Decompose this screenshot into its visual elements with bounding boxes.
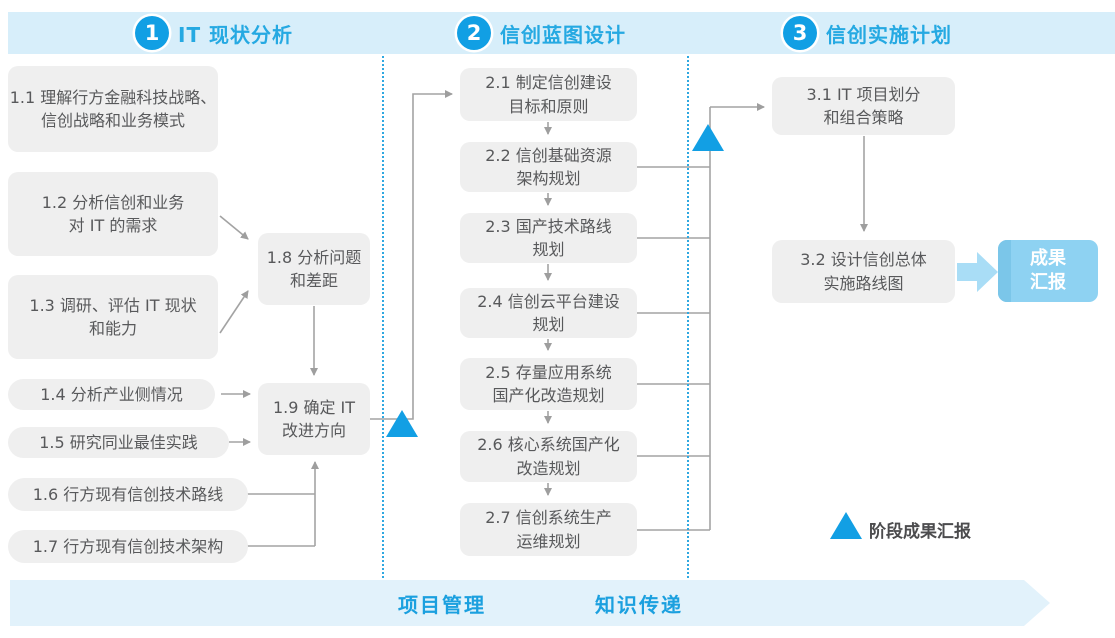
- step-box-2-7: 2.7 信创系统生产 运维规划: [460, 503, 637, 556]
- step-box-2-4: 2.4 信创云平台建设 规划: [460, 288, 637, 338]
- deliverable-box: 成果 汇报: [998, 240, 1098, 302]
- step-box-1-2: 1.2 分析信创和业务 对 IT 的需求: [8, 172, 218, 256]
- step-box-1-1: 1.1 理解行方金融科技战略、 信创战略和业务模式: [8, 66, 218, 152]
- phase-number-badge: 2: [457, 16, 491, 50]
- phase-title: 信创蓝图设计: [500, 22, 626, 47]
- step-box-1-7: 1.7 行方现有信创技术架构: [8, 530, 248, 563]
- step-box-1-6: 1.6 行方现有信创技术路线: [8, 478, 248, 511]
- footer-label-project-management: 项目管理: [398, 592, 486, 617]
- step-box-2-6: 2.6 核心系统国产化 改造规划: [460, 431, 637, 482]
- phase-number-badge: 3: [783, 16, 817, 50]
- step-box-1-4: 1.4 分析产业侧情况: [8, 379, 215, 410]
- step-box-2-5: 2.5 存量应用系统 国产化改造规划: [460, 358, 637, 410]
- step-box-1-5: 1.5 研究同业最佳实践: [8, 427, 229, 458]
- block-arrow: [957, 252, 998, 292]
- phase-separator-2: [687, 56, 689, 586]
- phase-separator-1: [382, 56, 384, 586]
- footer-banner: 项目管理 知识传递: [10, 580, 1050, 626]
- step-box-1-3: 1.3 调研、评估 IT 现状 和能力: [8, 275, 218, 359]
- step-box-2-1: 2.1 制定信创建设 目标和原则: [460, 68, 637, 121]
- legend-triangle-icon: [830, 512, 862, 539]
- phase-title: 信创实施计划: [826, 22, 952, 47]
- phase-title: IT 现状分析: [178, 22, 294, 47]
- step-box-1-8: 1.8 分析问题 和差距: [258, 233, 370, 305]
- milestone-triangle-phase2: [692, 124, 724, 151]
- step-box-2-3: 2.3 国产技术路线 规划: [460, 213, 637, 263]
- footer-label-knowledge-transfer: 知识传递: [595, 592, 683, 617]
- step-box-3-1: 3.1 IT 项目划分 和组合策略: [772, 77, 955, 135]
- milestone-triangle-phase1: [386, 410, 418, 437]
- phase-banner-3: 3 信创实施计划: [688, 12, 1115, 54]
- step-box-3-2: 3.2 设计信创总体 实施路线图: [772, 240, 955, 303]
- step-box-2-2: 2.2 信创基础资源 架构规划: [460, 142, 637, 192]
- phase-number-badge: 1: [135, 16, 169, 50]
- step-box-1-9: 1.9 确定 IT 改进方向: [258, 383, 370, 455]
- legend-label: 阶段成果汇报: [869, 522, 971, 542]
